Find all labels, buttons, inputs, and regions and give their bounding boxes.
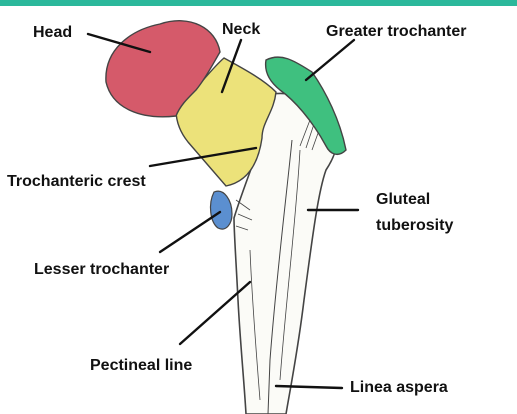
shaft-shading-2 — [279, 149, 301, 381]
lesser-trochanter-region — [209, 190, 233, 230]
label-greater-trochanter: Greater trochanter — [326, 23, 467, 40]
femur-neck — [175, 57, 277, 187]
top-accent-bar — [0, 0, 517, 6]
label-lesser-trochanter: Lesser trochanter — [34, 261, 170, 278]
leader-head — [86, 32, 152, 54]
label-linea-aspera: Linea aspera — [350, 379, 448, 396]
leader-lines — [86, 32, 360, 390]
label-gluteal-tuberosity-line2: tuberosity — [376, 217, 454, 234]
label-gluteal-tuberosity-line1: Gluteal — [376, 191, 431, 208]
leader-linea-aspera — [274, 384, 344, 390]
femur-head — [105, 20, 221, 118]
label-neck: Neck — [222, 21, 261, 38]
shaft-shading-3 — [249, 249, 261, 401]
leader-neck — [220, 38, 243, 94]
leader-pectineal-line — [178, 280, 252, 346]
leader-lesser-trochanter — [158, 210, 222, 254]
label-pectineal-line: Pectineal line — [90, 357, 193, 374]
shaft-shading-1 — [267, 139, 293, 414]
label-trochanteric-crest: Trochanteric crest — [7, 173, 146, 190]
shaft-shading-5 — [235, 199, 253, 231]
label-head: Head — [33, 24, 73, 41]
leader-trochanteric-crest — [148, 146, 258, 168]
greater-trochanter-region — [264, 56, 347, 156]
leader-greater-trochanter — [304, 38, 356, 82]
